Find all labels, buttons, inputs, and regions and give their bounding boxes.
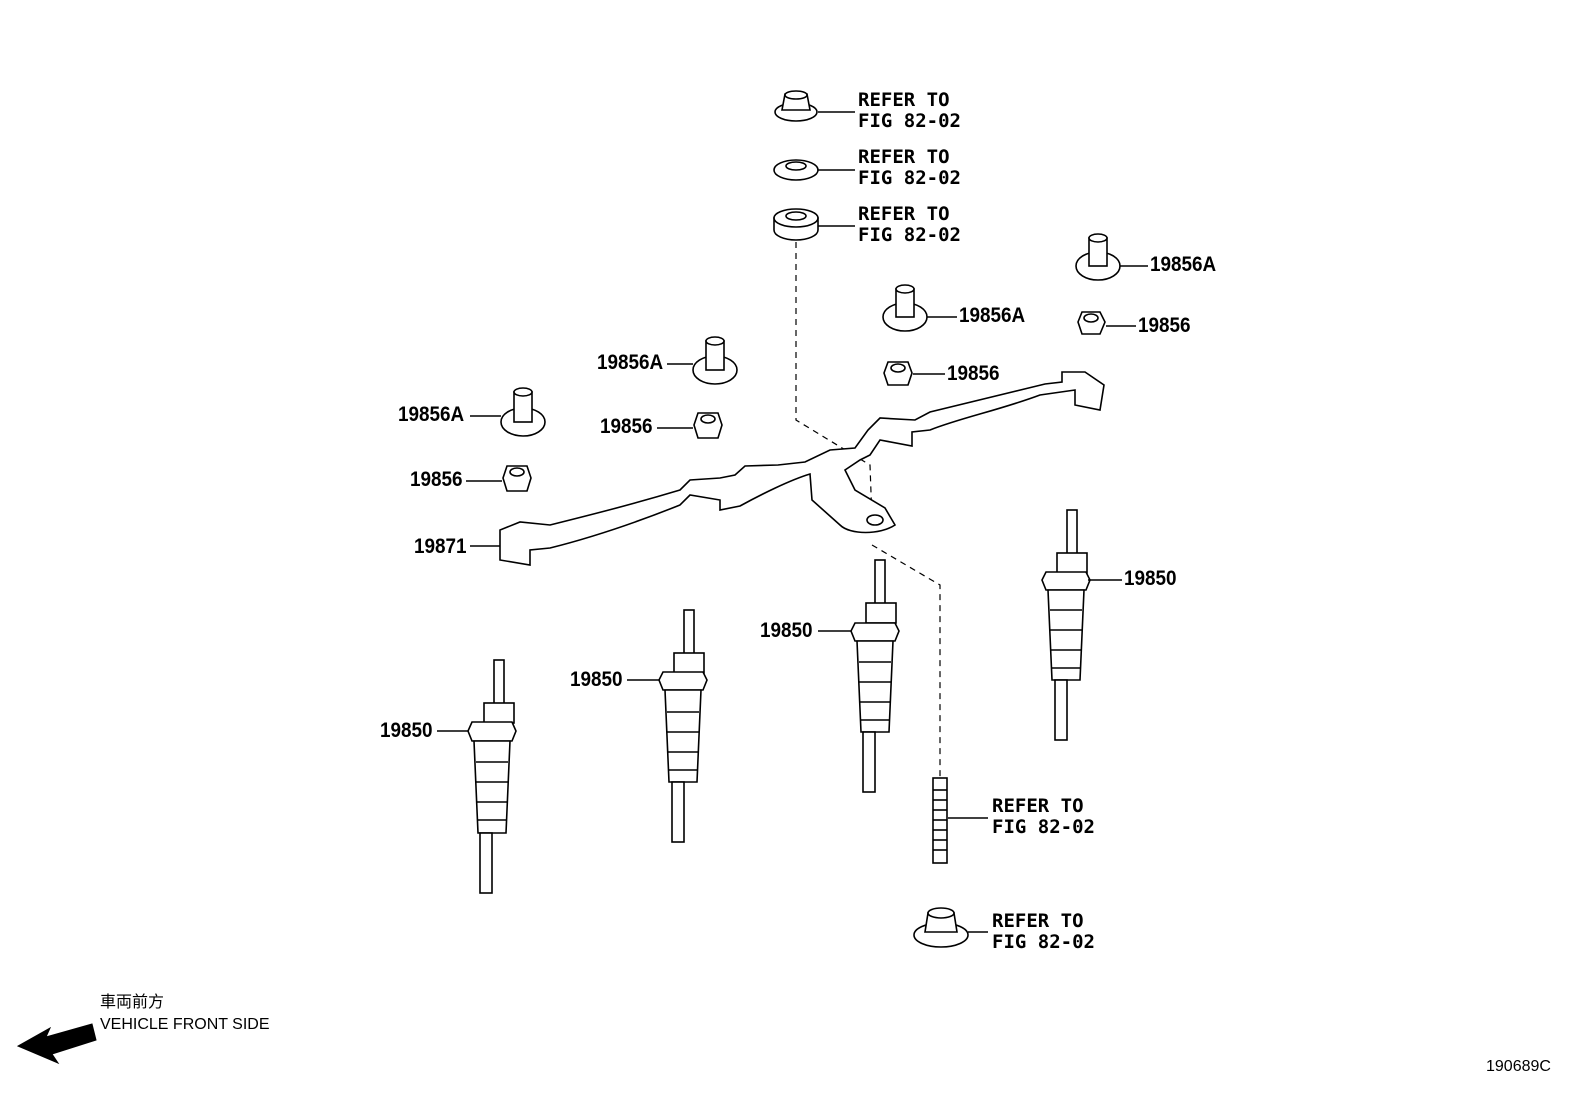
part-number-19871: 19871 [414,535,467,558]
part-number-19856: 19856 [947,362,1000,385]
nut-icon [883,361,945,386]
glow-plug-icon [437,659,517,894]
reference-label: REFER TO FIG 82-02 [992,795,1095,838]
part-number-19856a: 19856A [1150,253,1217,276]
nut-icon [1077,311,1136,335]
grommet-icon [470,387,546,437]
grommet-icon [882,284,957,332]
reference-label: REFER TO FIG 82-02 [858,203,961,246]
orientation-english: VEHICLE FRONT SIDE [100,1016,270,1033]
reference-label: REFER TO FIG 82-02 [858,146,961,189]
illustration-code: 190689C [1486,1058,1551,1075]
reference-stud-icon [932,777,988,864]
orientation-japanese: 車両前方 [100,994,165,1011]
nut-icon [657,412,723,439]
orientation-note: 車両前方 VEHICLE FRONT SIDE [100,992,270,1036]
part-number-19850: 19850 [760,619,813,642]
part-number-19856: 19856 [410,468,463,491]
part-number-19856: 19856 [1138,314,1191,337]
part-number-19856a: 19856A [398,403,465,426]
vehicle-front-arrow-icon [16,1023,97,1065]
reference-label: REFER TO FIG 82-02 [992,910,1095,953]
grommet-icon [667,336,738,385]
part-number-19856: 19856 [600,415,653,438]
bus-bar-icon [470,371,1105,566]
grommet-icon [1075,233,1148,281]
glow-plug-icon [627,609,708,843]
part-number-19850: 19850 [570,668,623,691]
nut-icon [466,465,532,492]
glow-plug-icon [1041,509,1122,741]
part-number-19856a: 19856A [597,351,664,374]
reference-washer-icon [773,159,855,181]
part-number-19856a: 19856A [959,304,1026,327]
part-number-19850: 19850 [1124,567,1177,590]
part-number-19850: 19850 [380,719,433,742]
glow-plug-icon [818,559,900,793]
reference-label: REFER TO FIG 82-02 [858,89,961,132]
reference-spacer-icon [773,208,855,241]
reference-spacer-icon [913,907,988,948]
reference-nut-icon [774,90,855,122]
